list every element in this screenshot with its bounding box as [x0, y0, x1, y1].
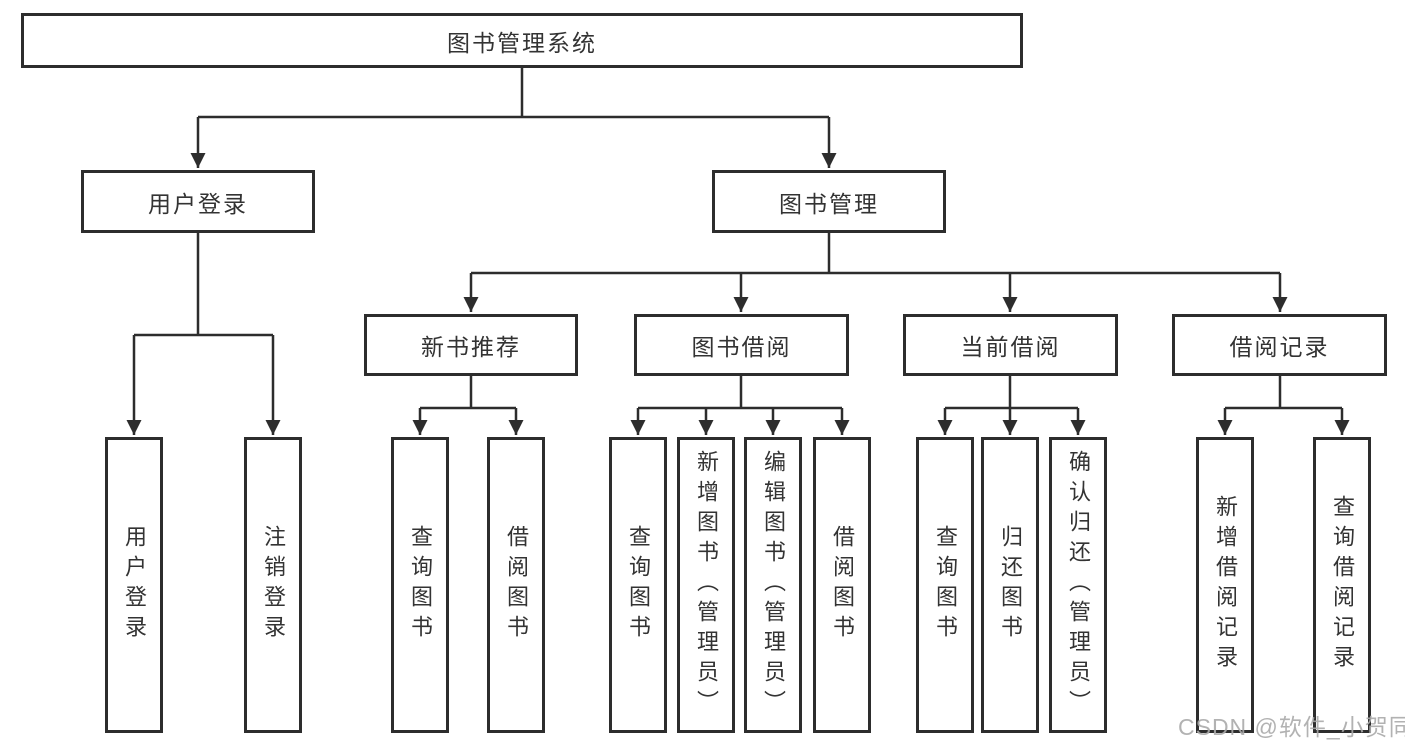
leaf-confirm-return-admin-label: 确认归还（管理员） — [1066, 450, 1091, 720]
leaf-query-books-recommend: 查询图书 — [391, 437, 449, 733]
leaf-return-books-label: 归还图书 — [998, 525, 1023, 645]
leaf-confirm-return-admin: 确认归还（管理员） — [1049, 437, 1107, 733]
leaf-return-books: 归还图书 — [981, 437, 1039, 733]
node-book-management: 图书管理 — [712, 170, 946, 233]
node-current-borrow: 当前借阅 — [903, 314, 1118, 376]
leaf-add-books-admin: 新增图书（管理员） — [677, 437, 735, 733]
leaf-borrow-books-recommend-label: 借阅图书 — [504, 525, 529, 645]
leaf-query-books-borrow: 查询图书 — [609, 437, 667, 733]
leaf-edit-books-admin-label: 编辑图书（管理员） — [761, 450, 786, 720]
leaf-query-borrow-record-label: 查询借阅记录 — [1330, 495, 1355, 675]
leaf-add-books-admin-label: 新增图书（管理员） — [694, 450, 719, 720]
leaf-borrow-books-recommend: 借阅图书 — [487, 437, 545, 733]
leaf-edit-books-admin: 编辑图书（管理员） — [744, 437, 802, 733]
leaf-add-borrow-record-label: 新增借阅记录 — [1213, 495, 1238, 675]
leaf-borrow-books: 借阅图书 — [813, 437, 871, 733]
leaf-logout: 注销登录 — [244, 437, 302, 733]
leaf-query-books-current-label: 查询图书 — [933, 525, 958, 645]
leaf-user-login: 用户登录 — [105, 437, 163, 733]
leaf-query-books-recommend-label: 查询图书 — [408, 525, 433, 645]
node-book-borrow: 图书借阅 — [634, 314, 849, 376]
node-user-login: 用户登录 — [81, 170, 315, 233]
leaf-query-books-borrow-label: 查询图书 — [626, 525, 651, 645]
leaf-borrow-books-label: 借阅图书 — [830, 525, 855, 645]
node-borrow-records: 借阅记录 — [1172, 314, 1387, 376]
leaf-user-login-label: 用户登录 — [122, 525, 147, 645]
node-new-book-recommend: 新书推荐 — [364, 314, 578, 376]
csdn-watermark: CSDN @软件_小贺同学 — [1178, 714, 1405, 740]
leaf-logout-label: 注销登录 — [261, 525, 286, 645]
leaf-add-borrow-record: 新增借阅记录 — [1196, 437, 1254, 733]
leaf-query-borrow-record: 查询借阅记录 — [1313, 437, 1371, 733]
node-library-management-system: 图书管理系统 — [21, 13, 1023, 68]
leaf-query-books-current: 查询图书 — [916, 437, 974, 733]
